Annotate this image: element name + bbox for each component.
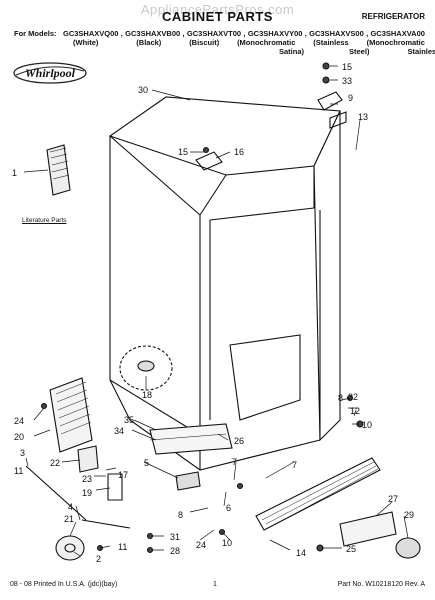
- model-code: GC3SHAXVA00: [370, 29, 425, 38]
- callout-27: 27: [388, 494, 398, 504]
- callout-29: 29: [404, 510, 414, 520]
- callout-16: 16: [234, 147, 244, 157]
- model-finish: (Biscuit): [189, 38, 220, 47]
- callout-34: 34: [114, 426, 124, 436]
- page-title: CABINET PARTS: [162, 9, 273, 24]
- model-finish-row: (White) (Black) (Biscuit) (Monochromatic…: [63, 38, 425, 47]
- logo-text: Whirlpool: [25, 66, 76, 80]
- model-finish: Steel): [349, 47, 370, 56]
- callout-15b: 15: [178, 147, 188, 157]
- footer-printed: 08 - 08 Printed In U.S.A. (jdc)(bay): [10, 581, 118, 588]
- logo-swoosh-icon: Whirlpool: [13, 62, 87, 84]
- callout-2: 2: [96, 554, 101, 564]
- footer-page-number: 1: [213, 581, 217, 588]
- model-finish: Stainless): [407, 47, 435, 56]
- callout-12: 12: [350, 406, 360, 416]
- model-finish: (Black): [136, 38, 162, 47]
- callout-10b: 10: [222, 538, 232, 548]
- callout-3: 3: [20, 448, 25, 458]
- callout-17: 17: [118, 470, 128, 480]
- callout-9: 9: [348, 93, 353, 103]
- callout-21: 21: [64, 514, 74, 524]
- callout-24b: 24: [196, 540, 206, 550]
- model-codes-row: GC3SHAXVQ00, GC3SHAXVB00, GC3SHAXVT00, G…: [63, 29, 425, 38]
- callout-1: 1: [12, 168, 17, 178]
- callout-15: 15: [342, 62, 352, 72]
- model-finish: (White): [73, 38, 99, 47]
- callout-10: 10: [362, 420, 372, 430]
- callout-28: 28: [170, 546, 180, 556]
- callout-23: 23: [82, 474, 92, 484]
- callout-8b: 8: [178, 510, 183, 520]
- watermark: AppliancePartsPros.com: [140, 2, 295, 17]
- callout-30: 30: [138, 85, 148, 95]
- callout-4: 4: [68, 502, 73, 512]
- model-code: GC3SHAXVY00: [247, 29, 303, 38]
- callout-24: 24: [14, 416, 24, 426]
- model-finish: Satina): [279, 47, 305, 56]
- callout-18: 18: [142, 390, 152, 400]
- footer-part-number: Part No. W10218120 Rev. A: [337, 581, 425, 588]
- model-code: GC3SHAXVT00: [186, 29, 242, 38]
- callout-22: 22: [50, 458, 60, 468]
- callout-25: 25: [346, 544, 356, 554]
- callout-14: 14: [296, 548, 306, 558]
- literature-parts-label: Literature Parts: [22, 217, 67, 224]
- model-finish: (Monochromatic: [237, 38, 296, 47]
- callout-11b: 11: [118, 542, 127, 552]
- appliance-type: REFRIGERATOR: [361, 12, 425, 21]
- callout-13: 13: [358, 112, 368, 122]
- model-list: GC3SHAXVQ00, GC3SHAXVB00, GC3SHAXVT00, G…: [63, 29, 435, 56]
- callout-6: 6: [226, 503, 231, 513]
- model-code: GC3SHAXVB00: [125, 29, 181, 38]
- whirlpool-logo: Whirlpool: [12, 61, 88, 90]
- callout-11: 11: [14, 466, 23, 476]
- models-label: For Models:: [14, 29, 57, 38]
- model-code: GC3SHAXVS00: [309, 29, 364, 38]
- callout-19: 19: [82, 488, 92, 498]
- callout-7: 7: [232, 457, 237, 467]
- callout-5: 5: [144, 458, 149, 468]
- model-finish: (Monochromatic: [366, 38, 425, 47]
- model-finish: (Stainless: [313, 38, 349, 47]
- model-code: GC3SHAXVQ00: [63, 29, 119, 38]
- callout-31: 31: [170, 532, 180, 542]
- callout-32: 32: [348, 392, 358, 402]
- callout-26: 26: [234, 436, 244, 446]
- callout-20: 20: [14, 432, 24, 442]
- callout-33: 33: [342, 76, 352, 86]
- model-finish-row-2: Satina) Steel) Stainless): [63, 47, 435, 56]
- callout-35: 35: [124, 415, 134, 425]
- callout-8: 8: [338, 393, 343, 403]
- callout-7b: 7: [292, 460, 297, 470]
